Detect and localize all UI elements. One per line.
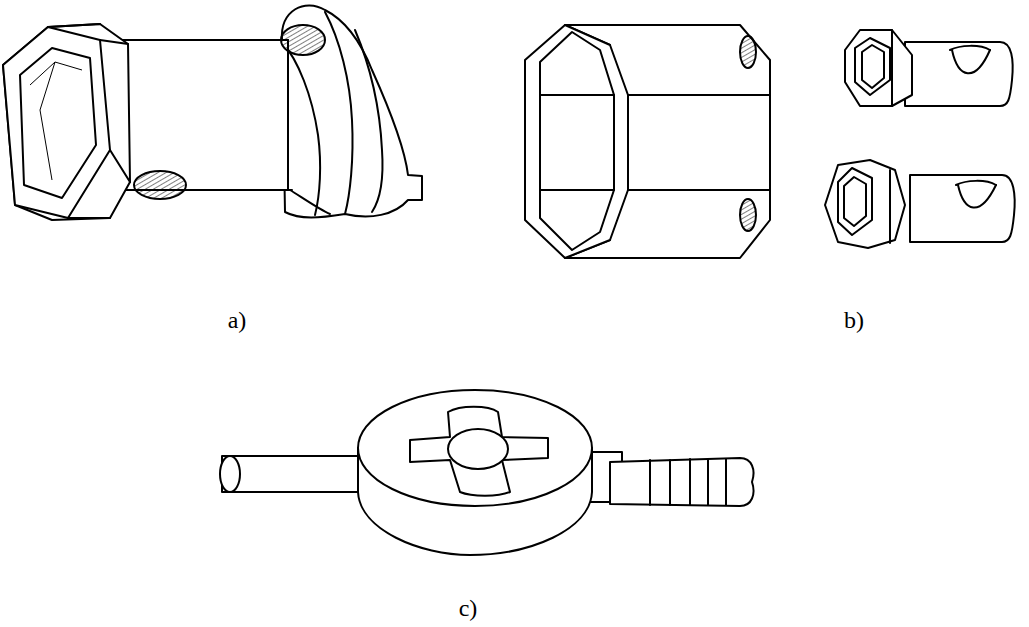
small-socket-upper (845, 30, 1013, 106)
figure-label: c) (459, 596, 478, 620)
figure-label: b) (844, 308, 864, 332)
octagon-socket (525, 25, 770, 258)
small-socket-lower (825, 160, 1015, 248)
socket-wrench (3, 5, 422, 220)
die-holder (220, 390, 754, 555)
figure-label: a) (228, 308, 247, 332)
